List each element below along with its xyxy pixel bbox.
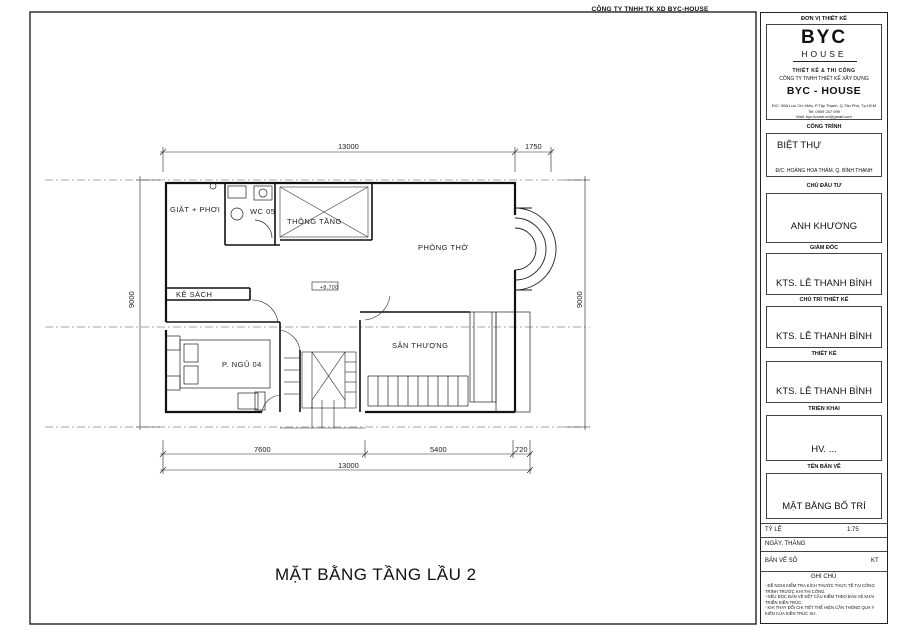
scale-label: TỶ LỆ [765,527,782,533]
notes-header-row: GHI CHÚ [761,571,887,582]
designer-label: THIẾT KẾ [811,351,837,357]
dim-left-side: 9000 [127,291,136,308]
deploy-box: HV. ... [766,415,882,461]
logo-tagline: THIẾT KẾ & THI CÔNG [792,68,856,74]
date-label: NGÀY, THÁNG [765,541,806,547]
axis-lines [45,179,590,428]
sheet-name-label: TÊN BẢN VẼ [807,464,841,470]
company-address: Đ/C: 59A Lưu Chí Hiếu, P.Tây Thạnh, Q.Tâ… [771,103,877,108]
scale-value: 1:75 [847,527,859,533]
note-item: - ĐỀ NGHỊ KIỂM TRA KÍCH THƯỚC THỰC TẾ TẠ… [765,583,875,594]
room-worship: PHÒNG THỜ [418,243,468,252]
note-item: - NẾU ĐỌC BẢN VẼ KẾT CẤU KIỂM THEO BẢN V… [765,594,875,605]
owner-label: CHỦ ĐẦU TƯ [806,183,842,189]
level-marker: +8.700 [320,285,338,291]
room-laundry: GIẶT + PHƠI [170,205,220,214]
side-dimension-lines [136,176,590,430]
interior-walls [166,183,470,412]
director-box: KTS. LÊ THANH BÌNH [766,253,882,295]
project-address: Đ/C: HOÀNG HOA THÁM, Q. BÌNH THẠNH [775,168,873,174]
drawing-border [29,11,757,625]
wc-fixtures [209,182,273,239]
director-name: KTS. LÊ THANH BÌNH [776,278,872,289]
project-box: BIỆT THỰ Đ/C: HOÀNG HOA THÁM, Q. BÌNH TH… [766,133,882,177]
bay-window [514,207,557,291]
room-bookshelf: KỆ SÁCH [176,290,212,299]
dim-bottom-total: 13000 [338,461,359,470]
note-item: - KHI THAY ĐỔI CHI TIẾT THỂ HIỆN CẦN THÔ… [765,605,875,616]
dim-top-total: 13000 [338,142,359,151]
company-full-name: CÔNG TY TNHH THIẾT KẾ XÂY DỰNG [779,76,869,82]
notes-label: GHI CHÚ [811,574,837,580]
room-void: THÔNG TẦNG [287,216,342,226]
sheet-name: MẶT BẰNG BỐ TRÍ [782,501,866,512]
room-terrace: SÂN THƯỢNG [392,341,448,350]
sheet-name-box: MẶT BẰNG BỐ TRÍ [766,473,882,519]
company-phone: Tel: 0909 237 099 [808,109,840,114]
designer-name: KTS. LÊ THANH BÌNH [776,386,872,397]
lead-designer-name: KTS. LÊ THANH BÌNH [776,331,872,342]
sheet-number-value: KT [871,558,879,564]
door-swings [251,295,391,413]
company-name: BYC - HOUSE [786,85,862,97]
notes-list: - ĐỀ NGHỊ KIỂM TRA KÍCH THƯỚC THỰC TẾ TẠ… [765,583,883,617]
director-label: GIÁM ĐỐC [809,245,839,251]
exterior-walls [164,181,517,414]
dim-top-right: 1750 [525,142,542,151]
lead-designer-box: KTS. LÊ THANH BÌNH [766,306,882,348]
terrace-railing [367,311,531,413]
level-marker-box [311,281,339,291]
sheet-number-label: BẢN VẼ SỐ [765,558,798,564]
title-block: ĐƠN VỊ THIẾT KẾ BYC HOUSE THIẾT KẾ & THI… [760,12,888,624]
date-row: NGÀY, THÁNG [761,537,887,552]
sheet-number-row: BẢN VẼ SỐ KT [761,551,887,572]
top-dimension-line [159,147,555,172]
designer-box: KTS. LÊ THANH BÌNH [766,361,882,403]
dim-bottom-left: 7600 [254,445,271,454]
dim-right-side: 9000 [575,291,584,308]
void-area [279,186,369,238]
logo-house: HOUSE [801,49,847,59]
bottom-dimension-lines [159,440,534,474]
owner-box: ANH KHƯƠNG [766,193,882,243]
scale-row: TỶ LỆ 1:75 [761,523,887,538]
project-label: CÔNG TRÌNH [806,124,842,130]
designer-unit-label: ĐƠN VỊ THIẾT KẾ [801,16,847,22]
deploy-name: HV. ... [811,444,837,455]
plan-title: MẶT BẰNG TẦNG LẦU 2 [275,565,477,584]
logo-box: BYC HOUSE THIẾT KẾ & THI CÔNG CÔNG TY TN… [766,24,882,120]
logo-rule [793,61,857,63]
owner-name: ANH KHƯƠNG [790,221,858,232]
lead-designer-label: CHỦ TRÌ THIẾT KẾ [799,297,849,303]
dim-bottom-mid: 5400 [430,445,447,454]
project-name: BIỆT THỰ [777,140,822,151]
company-email: Mail: byc.house.vn@gmail.com [796,114,852,119]
bedroom-furniture [165,335,271,411]
staircase [280,351,365,429]
dim-bottom-right: 720 [515,445,528,454]
room-bedroom: P. NGỦ 04 [222,360,262,369]
room-wc: WC 05 [250,207,275,216]
company-top-label: CÔNG TY TNHH TK XD BYC-HOUSE [591,6,709,13]
logo-byc: BYC [800,27,848,48]
deploy-label: TRIỂN KHAI [808,406,840,412]
